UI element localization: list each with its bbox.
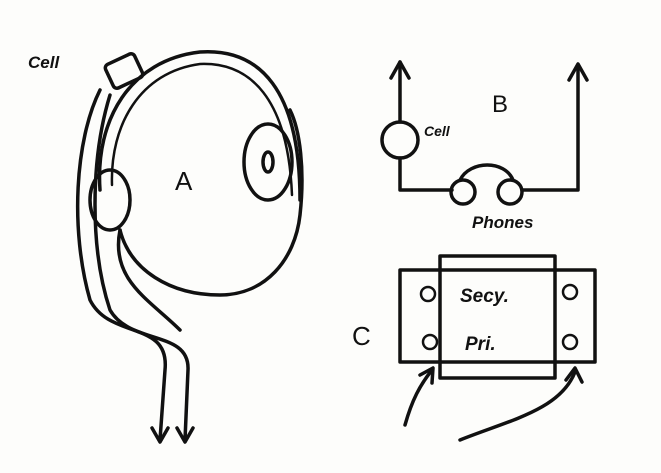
arrow-primary-right bbox=[458, 370, 577, 442]
headband-inner bbox=[110, 62, 294, 197]
a-cell-label: Cell bbox=[28, 53, 60, 72]
cord-2 bbox=[93, 93, 190, 442]
headband bbox=[97, 50, 302, 202]
figure-b-circuit: B Cell Phones bbox=[380, 60, 589, 232]
arrowhead-left bbox=[418, 366, 435, 385]
phone-right bbox=[496, 178, 524, 206]
cord-arrow-right bbox=[175, 426, 195, 444]
core bbox=[438, 254, 557, 380]
transformer-body bbox=[398, 268, 597, 364]
right-earpiece-center bbox=[261, 150, 275, 174]
right-wire bbox=[520, 63, 580, 192]
terminal bbox=[419, 285, 437, 303]
cord-1 bbox=[75, 88, 167, 442]
terminal bbox=[561, 333, 579, 351]
terminal bbox=[421, 333, 439, 351]
cell-battery bbox=[103, 52, 145, 90]
left-arrow bbox=[389, 60, 411, 80]
right-arrow bbox=[567, 62, 589, 82]
arrowhead-right bbox=[564, 366, 584, 384]
c-label: C bbox=[352, 321, 371, 351]
b-label: B bbox=[492, 91, 508, 118]
figure-c-transformer: Secy. Pri. C bbox=[352, 254, 597, 442]
secondary-label: Secy. bbox=[460, 286, 509, 307]
left-earpiece bbox=[88, 168, 132, 232]
b-phones-label: Phones bbox=[472, 213, 533, 232]
head-outline bbox=[118, 108, 304, 297]
figure-a-headphones: Cell A bbox=[28, 50, 304, 444]
left-wire bbox=[398, 60, 454, 192]
right-earpiece bbox=[242, 122, 294, 202]
arrow-primary-left bbox=[403, 368, 434, 427]
phones-band bbox=[458, 163, 515, 182]
cord-3 bbox=[116, 228, 182, 332]
b-cell bbox=[380, 120, 420, 160]
primary-label: Pri. bbox=[465, 334, 496, 355]
phone-left bbox=[449, 178, 477, 206]
a-label: A bbox=[175, 166, 193, 196]
cord-arrow-left bbox=[150, 426, 170, 444]
b-cell-label: Cell bbox=[424, 123, 451, 139]
terminal bbox=[561, 283, 579, 301]
